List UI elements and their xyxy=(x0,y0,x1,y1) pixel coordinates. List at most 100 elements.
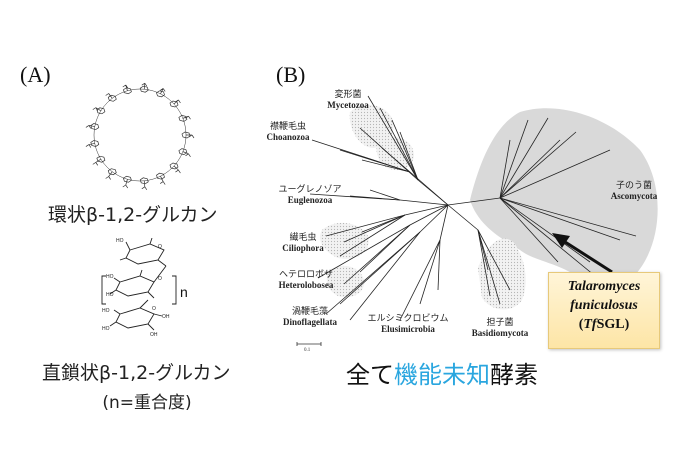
enzyme-abbr-open: ( xyxy=(578,317,584,332)
tree-branch xyxy=(499,139,561,199)
svg-text:HO: HO xyxy=(102,326,110,332)
tree-branch xyxy=(437,239,441,291)
scale-bar-label: 0.1 xyxy=(304,348,311,353)
headline: 全て機能未知酵素 xyxy=(346,355,538,390)
tree-branch xyxy=(399,239,441,321)
tree-branch xyxy=(499,119,529,199)
taxon-jp-name: 襟鞭毛虫 xyxy=(269,122,306,132)
taxon-mycetozoa: 変形菌 Mycetozoa xyxy=(318,90,378,111)
taxon-en-name: Choanozoa xyxy=(266,132,310,143)
tree-branch xyxy=(399,199,449,206)
svg-text:HO: HO xyxy=(106,274,114,280)
sugar-unit xyxy=(178,148,191,157)
svg-text:O: O xyxy=(152,306,156,312)
enzyme-arrow xyxy=(561,238,613,274)
tree-branch xyxy=(359,224,411,273)
cyclic-glucan-ring xyxy=(85,82,195,190)
tree-branch xyxy=(499,131,577,199)
sugar-unit xyxy=(156,172,166,185)
sugar-unit xyxy=(92,107,106,115)
svg-text:O: O xyxy=(158,244,162,250)
tree-branch xyxy=(381,147,411,173)
tree-branch xyxy=(419,204,449,233)
taxon-jp-name: 子のう菌 xyxy=(615,181,652,191)
panel-a-label: (A) xyxy=(20,62,51,87)
taxon-heterolobosea: ヘテロロボサ Heterolobosea xyxy=(270,270,342,291)
enzyme-species: funiculosus xyxy=(570,298,638,313)
tree-branch xyxy=(499,139,511,199)
sugar-unit xyxy=(92,155,106,166)
svg-text:HO: HO xyxy=(116,238,124,244)
taxon-en-name: Ascomycota xyxy=(610,191,658,202)
tree-branch xyxy=(447,197,501,206)
sugar-unit xyxy=(85,123,100,130)
taxon-jp-name: 渦鞭毛藻 xyxy=(291,307,328,317)
panel-b-label: (B) xyxy=(276,62,306,87)
sugar-unit xyxy=(139,177,149,190)
tree-branch xyxy=(499,197,591,263)
tree-branch xyxy=(339,149,411,173)
tree-branch xyxy=(477,229,489,271)
cyclic-glucan-caption: 環状β-1,2-グルカン xyxy=(48,204,218,226)
enzyme-abbr-italic: Tf xyxy=(583,317,597,332)
linear-glucan-subcaption: (n=重合度) xyxy=(102,393,192,413)
svg-text:OH: OH xyxy=(150,332,158,338)
sugar-unit xyxy=(105,168,117,180)
tree-branch xyxy=(477,229,501,305)
enzyme-abbr-rest: SGL) xyxy=(596,317,630,332)
taxon-en-name: Heterolobosea xyxy=(278,280,334,291)
tree-branch xyxy=(499,197,601,281)
tree-branch xyxy=(343,214,406,243)
tree-branch xyxy=(439,204,449,241)
tree-branch xyxy=(317,224,411,279)
repeat-bracket-left xyxy=(101,275,106,305)
mycetozoa-clade-shade xyxy=(349,104,394,148)
taxon-jp-name: エルシミクロビウム xyxy=(367,314,449,324)
taxon-dinoflagellata: 渦鞭毛藻 Dinoflagellata xyxy=(276,307,344,328)
headline-prefix: 全て xyxy=(346,361,394,389)
tree-branch xyxy=(477,229,511,291)
svg-text:OH: OH xyxy=(148,238,156,240)
taxon-choanozoa: 襟鞭毛虫 Choanozoa xyxy=(258,122,318,143)
taxon-en-name: Ciliophora xyxy=(282,243,324,254)
tree-branch xyxy=(349,231,421,321)
tree-branch xyxy=(379,107,419,181)
tree-branch xyxy=(477,229,491,297)
taxon-en-name: Mycetozoa xyxy=(327,100,369,111)
tree-branch xyxy=(409,171,449,206)
tree-branch xyxy=(499,117,549,199)
enzyme-genus: Talaromyces xyxy=(567,279,641,294)
tree-branch xyxy=(499,197,559,263)
taxon-en-name: Basidiomycota xyxy=(471,328,529,339)
taxon-ascomycota: 子のう菌 Ascomycota xyxy=(602,181,666,202)
sugar-unit xyxy=(181,131,195,139)
taxon-en-name: Elusimicrobia xyxy=(381,324,435,335)
sugar-unit xyxy=(169,99,181,108)
tree-branch xyxy=(447,204,479,231)
headline-suffix: 酵素 xyxy=(490,361,538,389)
enzyme-abbreviation: (TfSGL) xyxy=(549,315,659,334)
taxon-jp-name: 繊毛虫 xyxy=(289,233,317,243)
tree-branch xyxy=(349,195,401,201)
ring-backbone xyxy=(93,88,187,182)
taxon-jp-name: ユーグレノゾア xyxy=(278,185,342,195)
tree-branch xyxy=(499,197,621,241)
headline-highlight: 機能未知 xyxy=(394,361,490,389)
sugar-unit xyxy=(105,93,117,102)
svg-text:O: O xyxy=(158,276,162,282)
tree-branch xyxy=(361,214,406,233)
tree-branch xyxy=(419,239,441,305)
taxon-jp-name: 担子菌 xyxy=(486,318,514,328)
ascomycota-clade-shade xyxy=(470,108,658,291)
cyclic-glucan-structure xyxy=(85,82,195,190)
taxon-en-name: Dinoflagellata xyxy=(283,317,337,328)
sugar-unit xyxy=(169,162,181,174)
taxon-ciliophora: 繊毛虫 Ciliophora xyxy=(278,233,328,254)
tree-branch xyxy=(499,197,637,237)
svg-text:HO: HO xyxy=(106,292,114,298)
repeat-bracket-right xyxy=(172,275,177,305)
taxon-euglenozoa: ユーグレノゾア Euglenozoa xyxy=(270,185,350,206)
tree-branch xyxy=(369,189,401,201)
